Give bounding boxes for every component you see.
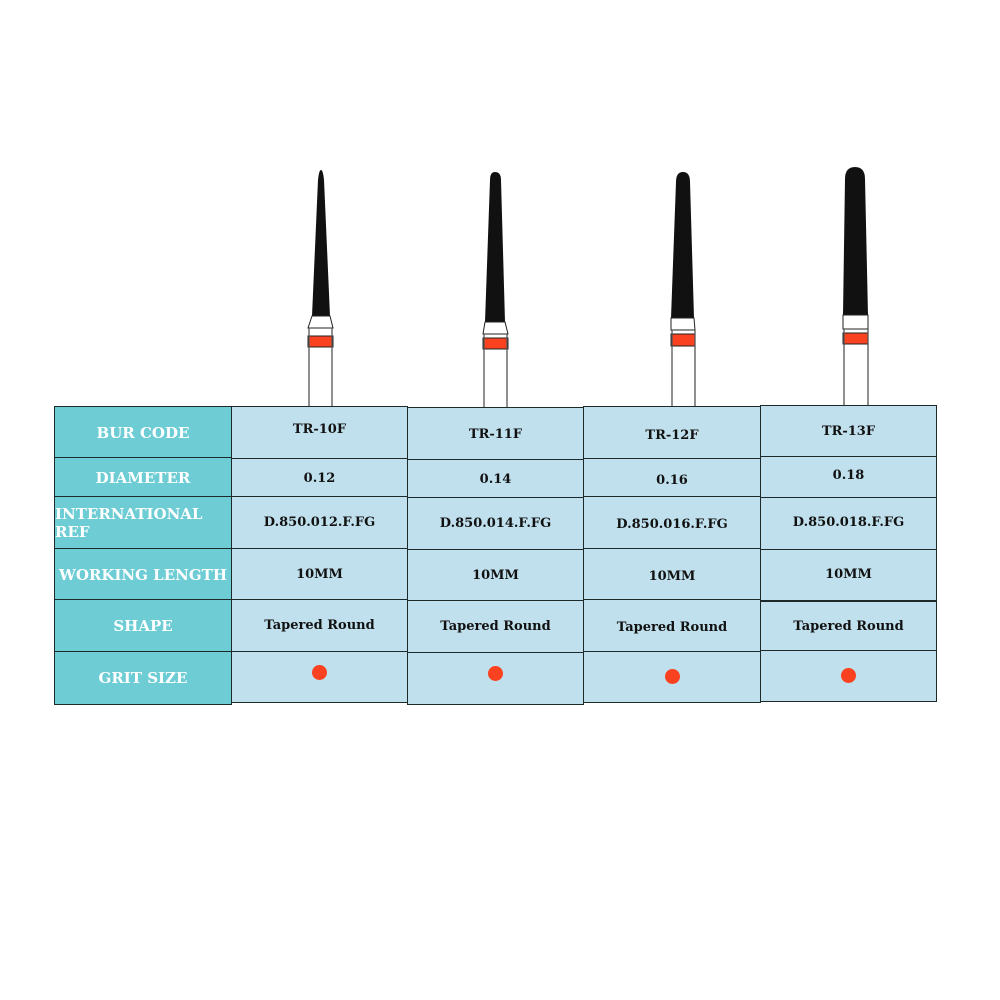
bur-code-cell: TR-10F [231, 406, 408, 459]
bur-illustration-tr-11f [475, 168, 515, 408]
bur-code-cell: TR-11F [407, 407, 584, 461]
working-length-cell: 10MM [760, 549, 937, 601]
shape-cell: Tapered Round [583, 599, 761, 652]
working-length-cell: 10MM [231, 548, 408, 600]
grit-dot-icon [664, 668, 680, 684]
row-header-diameter: DIAMETER [54, 457, 232, 498]
shape-cell: Tapered Round [231, 599, 408, 652]
working-length-cell: 10MM [407, 549, 584, 601]
international-ref-cell: D.850.016.F.FG [583, 496, 761, 549]
international-ref-cell: D.850.018.F.FG [760, 497, 937, 551]
diameter-cell: 0.18 [760, 456, 937, 499]
row-header-bur-code: BUR CODE [54, 406, 232, 459]
diameter-cell: 0.16 [583, 458, 761, 498]
grit-dot-icon [312, 664, 327, 680]
international-ref-cell: D.850.012.F.FG [231, 496, 408, 549]
row-header-international-ref: INTERNATIONAL REF [54, 496, 232, 549]
row-header-grit-size: GRIT SIZE [54, 651, 232, 705]
bur-illustration-tr-13f [834, 165, 878, 407]
grit-size-cell [760, 650, 937, 702]
bur-code-cell: TR-12F [583, 406, 761, 459]
diameter-cell: 0.14 [407, 459, 584, 499]
grit-dot-icon [488, 666, 503, 681]
shape-cell: Tapered Round [407, 600, 584, 653]
bur-illustration-tr-12f [662, 168, 702, 408]
row-header-working-length: WORKING LENGTH [54, 548, 232, 601]
international-ref-cell: D.850.014.F.FG [407, 497, 584, 550]
grit-size-cell [231, 651, 408, 703]
grit-size-cell [583, 651, 761, 703]
bur-code-cell: TR-13F [760, 405, 937, 458]
diameter-cell: 0.12 [231, 458, 408, 498]
row-header-shape: SHAPE [54, 599, 232, 652]
bur-illustration-tr-10f [300, 168, 340, 408]
grit-dot-icon [841, 667, 856, 683]
grit-size-cell [407, 652, 584, 705]
working-length-cell: 10MM [583, 548, 761, 600]
shape-cell: Tapered Round [760, 601, 937, 652]
